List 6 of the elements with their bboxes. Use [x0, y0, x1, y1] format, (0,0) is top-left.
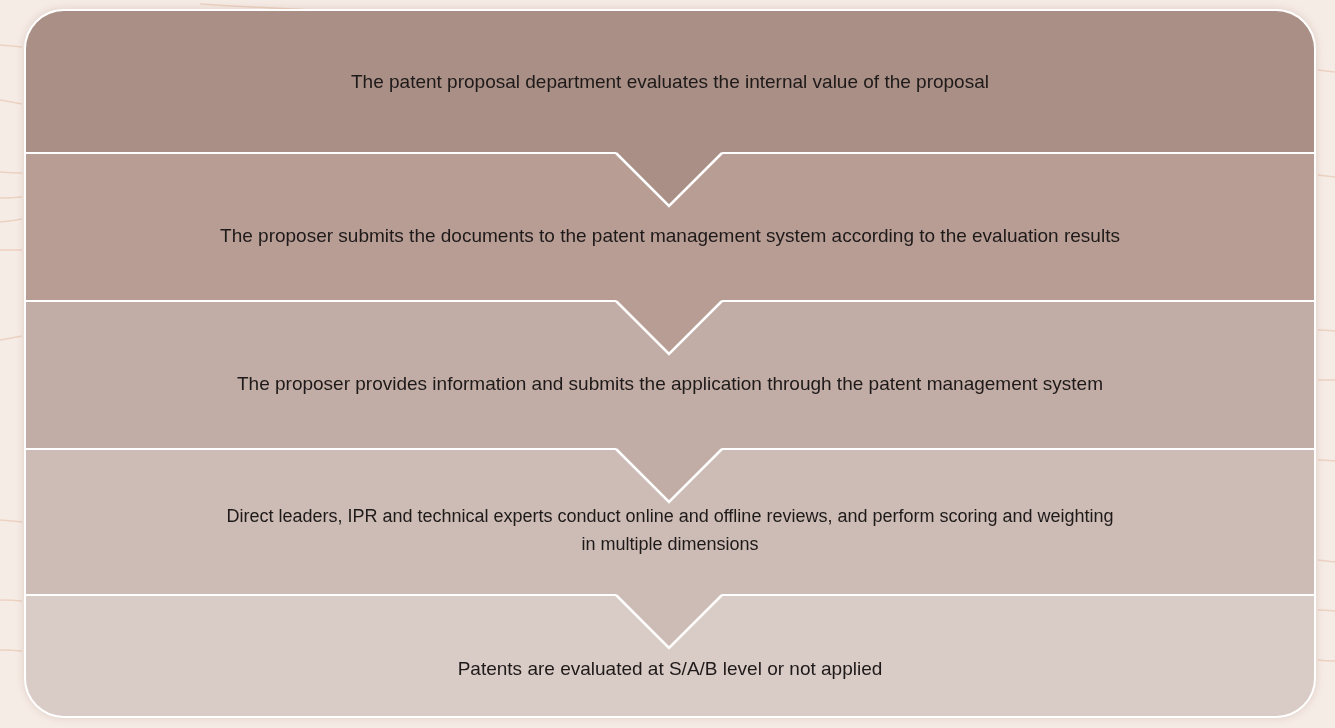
process-band — [26, 594, 1314, 716]
step-text: Patents are evaluated at S/A/B level or not applied — [457, 657, 883, 682]
step-text: The patent proposal department evaluates the internal value of the proposal — [351, 69, 989, 94]
step-text: The proposer submits the documents to the patent management system according to the evaluation results — [220, 224, 1120, 249]
step-text: The proposer provides information and submits the application through the patent management system — [236, 372, 1104, 397]
step-text: Direct leaders, IPR and technical experts conduct online and offline reviews, and perform scoring and weighting in multiple dimensions — [225, 505, 1115, 556]
